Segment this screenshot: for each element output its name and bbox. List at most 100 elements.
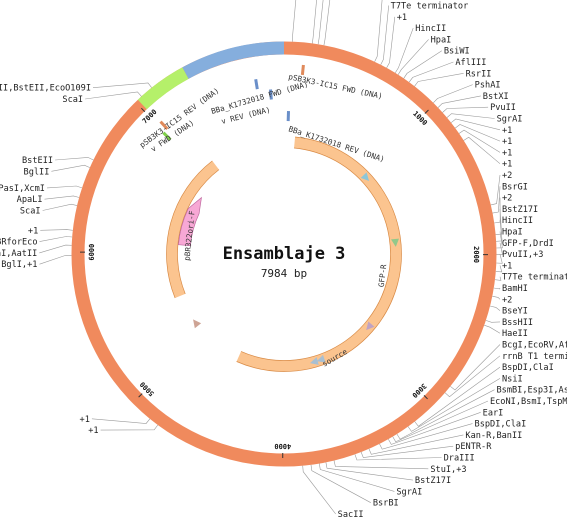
primer-marker — [162, 131, 172, 141]
pbr322ori-feature-edge — [177, 169, 220, 295]
insert-green-segment — [137, 67, 189, 110]
site-label: SgrAI — [497, 115, 523, 125]
site-label: BspDI,ClaI — [502, 363, 554, 373]
backbone-ring — [71, 41, 497, 467]
site-label: GFP-F,DrdI — [502, 239, 554, 249]
site-leader-line — [492, 295, 501, 300]
site-leader-line — [325, 462, 413, 481]
ori-arrow — [178, 196, 202, 247]
site-leader-line — [379, 423, 473, 450]
site-leader-line — [492, 186, 501, 214]
site-label: PvuII,+3 — [502, 250, 543, 260]
pbr322ori-feature — [166, 160, 220, 299]
source-feature-edge — [240, 147, 391, 361]
site-label: +1 — [80, 415, 90, 425]
site-leader-line — [333, 460, 429, 470]
site-leader-line — [39, 255, 72, 265]
site-leader-line — [100, 424, 159, 431]
site-leader-line — [360, 445, 454, 458]
site-leader-line — [368, 434, 464, 455]
site-label: +2 — [502, 171, 512, 181]
site-leader-line — [42, 203, 78, 211]
primer-marker — [254, 79, 259, 90]
site-leader-line — [494, 276, 502, 281]
site-label: BstZ17I — [502, 205, 538, 215]
site-label: +2 — [502, 295, 512, 305]
site-label: PasI,XcmI — [0, 184, 45, 194]
site-label: ScaI — [20, 206, 41, 216]
site-leader-line — [44, 195, 80, 200]
tick-mark — [423, 395, 428, 400]
site-label: pBRforEco — [0, 238, 38, 248]
site-label: ScaI — [62, 95, 83, 105]
site-leader-line — [91, 418, 151, 424]
vector-blue-segment — [182, 41, 285, 79]
site-leader-line — [495, 208, 502, 235]
site-label: Kan-R,BanII — [465, 431, 522, 441]
site-leader-line — [354, 454, 442, 461]
site-leader-line — [485, 320, 501, 323]
tick-label: 2000 — [472, 246, 480, 263]
primer-triangle — [316, 354, 326, 363]
site-label: ApaLI — [17, 195, 43, 205]
site-label: +2 — [502, 194, 512, 204]
site-leader-line — [92, 82, 152, 88]
plasmid-length: 7984 bp — [261, 267, 307, 280]
site-label: DraIII — [444, 454, 475, 464]
site-leader-line — [374, 0, 383, 62]
site-leader-line — [394, 27, 414, 74]
feature-label: GFP-R — [377, 263, 388, 287]
site-leader-line — [442, 106, 489, 113]
site-leader-line — [414, 73, 464, 87]
site-label: BsmBI,Esp3I,AsiSI,+2 — [496, 386, 567, 396]
site-leader-line — [323, 0, 331, 46]
site-leader-line — [484, 324, 501, 334]
site-leader-line — [310, 464, 371, 503]
site-label: HincII — [415, 24, 446, 34]
primer-triangle — [391, 238, 399, 247]
site-leader-line — [39, 244, 72, 254]
site-leader-line — [46, 185, 83, 189]
site-leader-line — [380, 5, 389, 65]
site-label: NsiI — [502, 374, 523, 384]
site-label: +1 — [502, 160, 512, 170]
plasmid-name: Ensamblaje 3 — [223, 244, 346, 264]
site-label: T7Te terminator — [391, 2, 469, 12]
site-leader-line — [496, 254, 503, 264]
site-label: +1 — [502, 148, 512, 158]
site-leader-line — [388, 412, 481, 445]
site-leader-line — [490, 174, 501, 206]
site-leader-line — [85, 91, 142, 100]
site-leader-line — [392, 400, 489, 443]
site-label: EarI — [483, 408, 504, 418]
site-label: BssHII — [502, 318, 533, 328]
primer-marker — [286, 111, 291, 122]
site-label: +1 — [502, 137, 512, 147]
primer-marker — [269, 89, 273, 100]
site-label: BstZ17I — [415, 476, 451, 486]
site-leader-line — [39, 236, 73, 242]
site-label: SgrAI — [396, 487, 422, 497]
site-label: +1 — [502, 261, 512, 271]
source-feature — [236, 137, 402, 372]
site-leader-line — [437, 95, 481, 108]
site-leader-line — [302, 465, 336, 515]
site-leader-line — [433, 84, 473, 104]
site-leader-line — [450, 118, 501, 131]
site-label: PshAI — [475, 81, 501, 91]
site-label: RsrII — [466, 69, 492, 79]
tick-label: 4000 — [274, 442, 291, 450]
site-label: pENTR-R — [455, 442, 492, 452]
site-leader-line — [407, 378, 501, 432]
site-label: BamHI — [502, 284, 528, 294]
primer-marker — [300, 64, 305, 76]
tick-mark — [140, 107, 146, 113]
site-label: BspDI,ClaI — [475, 420, 527, 430]
site-leader-line — [455, 124, 501, 142]
site-label: BstXI — [483, 92, 509, 102]
primer-marker — [159, 120, 169, 130]
site-leader-line — [396, 389, 495, 440]
site-label: HincII — [502, 216, 533, 226]
